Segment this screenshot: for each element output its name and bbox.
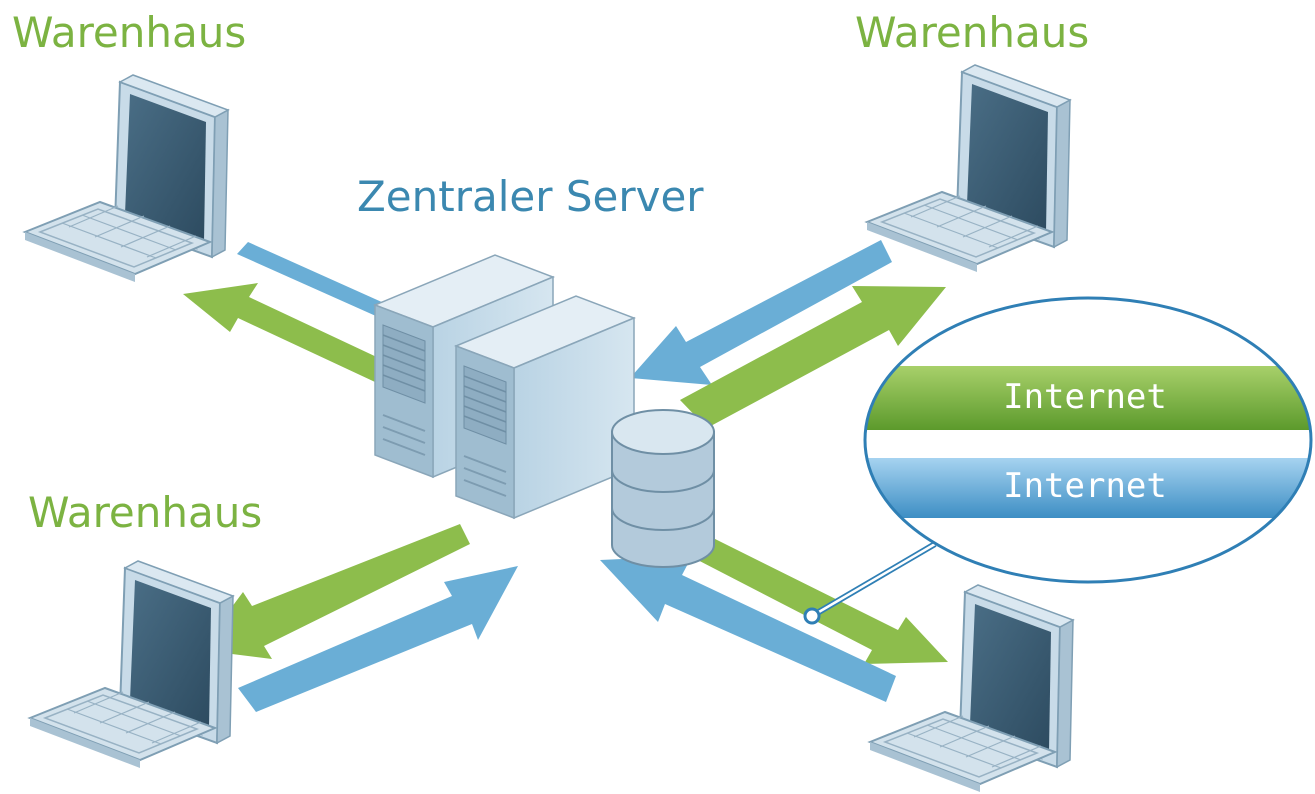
computer-icon — [24, 74, 229, 283]
arrow-blue-topright — [630, 240, 892, 385]
arrow-blue-bottomright — [600, 556, 896, 702]
internet-label-green: Internet — [1003, 377, 1167, 417]
arrow-green-bottomright — [688, 530, 948, 664]
arrow-blue-bottomleft — [238, 566, 518, 712]
computer-icon — [29, 560, 234, 769]
arrow-green-bottomleft — [200, 524, 470, 659]
database-icon — [611, 409, 715, 568]
warehouse-label-bottom-left: Warenhaus — [28, 488, 263, 537]
central-server-label: Zentraler Server — [357, 172, 704, 221]
arrow-green-topleft — [183, 283, 415, 396]
internet-label-blue: Internet — [1003, 466, 1167, 506]
arrow-blue-topleft — [237, 242, 415, 329]
computer-icon — [866, 64, 1071, 273]
warehouse-label-top-left: Warenhaus — [12, 8, 247, 57]
arrow-green-topright — [680, 286, 946, 428]
internet-callout: Internet Internet — [863, 296, 1313, 584]
warehouse-label-top-right: Warenhaus — [855, 8, 1090, 57]
computer-icon — [869, 584, 1074, 793]
callout-anchor — [803, 607, 821, 625]
